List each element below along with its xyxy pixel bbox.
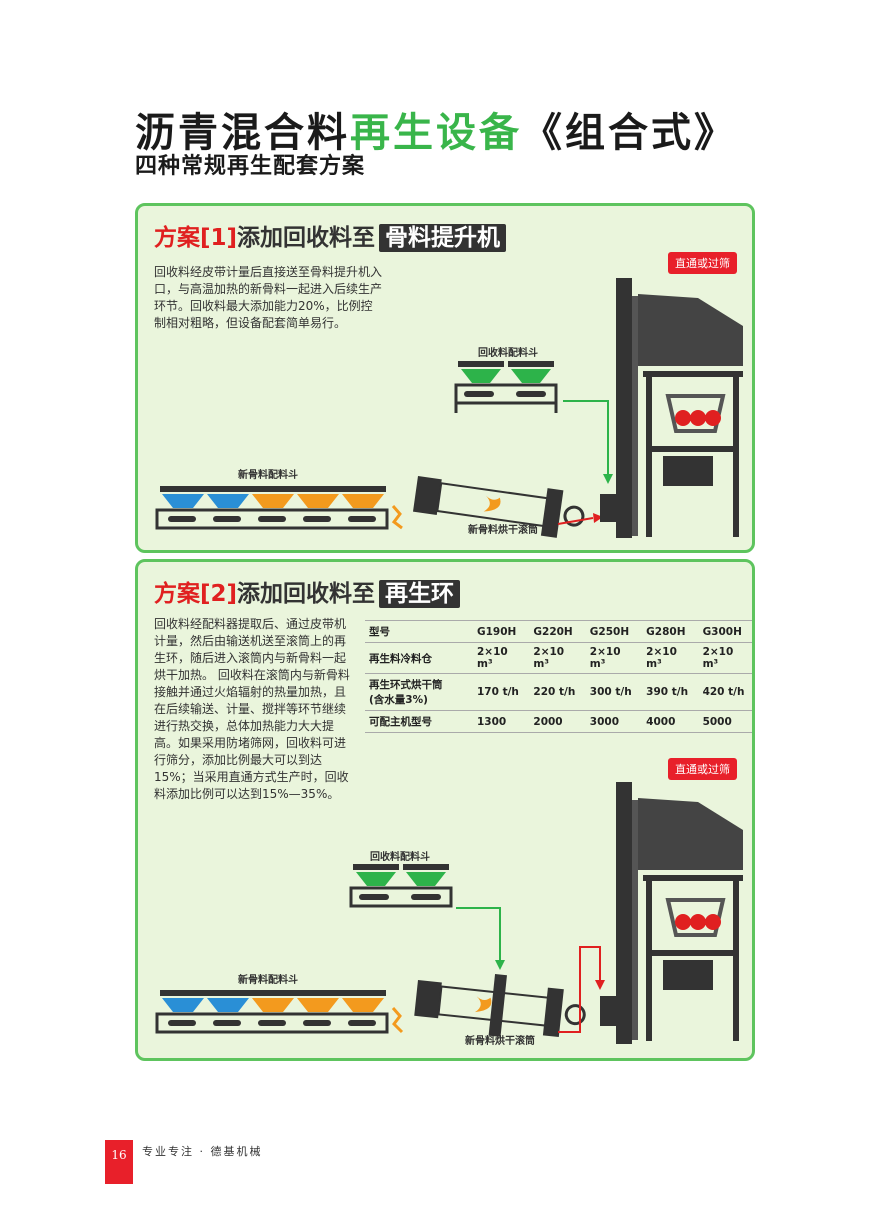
scheme-2-title: 方案[2]添加回收料至再生环: [154, 574, 461, 608]
table-cell: 1300: [473, 710, 530, 733]
table-cell: G280H: [642, 620, 699, 643]
table-cell: 300 t/h: [585, 673, 643, 711]
page-subtitle: 四种常规再生配套方案: [135, 154, 366, 179]
recycle-flow-arrow: [456, 907, 501, 962]
table-cell: 4000: [642, 710, 699, 733]
table-cell: 420 t/h: [698, 673, 752, 711]
footer-text: 专业专注 · 德基机械: [142, 1145, 263, 1158]
recycle-bin-label: 回收料配料斗: [478, 346, 538, 359]
flow-zigzag-icon: [391, 505, 403, 530]
mixing-tower-icon: [600, 278, 743, 538]
mixing-tower-icon: [600, 782, 743, 1044]
new-bin-label: 新骨料配料斗: [238, 468, 298, 481]
scheme-1-badge: 直通或过筛: [668, 252, 737, 274]
flow-zigzag-icon: [391, 1007, 404, 1034]
scheme-2-badge: 直通或过筛: [668, 758, 737, 780]
dryer-arrow-head-icon: [593, 513, 603, 523]
table-cell: 5000: [698, 710, 752, 733]
table-cell: G250H: [585, 620, 643, 643]
scheme-2-num: [2]: [200, 581, 238, 607]
dryer-arrow-head-icon: [595, 980, 605, 990]
table-row-header: 再生料冷料仓: [365, 642, 473, 674]
table-row-header: 再生环式烘干筒 (含水量3%): [365, 673, 473, 711]
recycle-bin-icon: [454, 361, 558, 413]
title-part3: 《组合式》: [522, 110, 737, 156]
title-part2: 再生设备: [350, 110, 522, 156]
recycle-flow-arrow: [563, 400, 609, 476]
page-title: 沥青混合料再生设备《组合式》: [135, 100, 737, 158]
scheme-1-mid: 添加回收料至: [237, 225, 376, 251]
table-cell: 390 t/h: [642, 673, 699, 711]
new-aggregate-bins-icon: [155, 990, 389, 1034]
table-row-header: 可配主机型号: [365, 710, 473, 733]
recycle-arrow-head-icon: [603, 474, 613, 484]
scheme-1-num: [1]: [200, 225, 238, 251]
scheme-1-panel: 方案[1]添加回收料至骨料提升机 回收料经皮带计量后直接送至骨料提升机入口，与高…: [135, 203, 755, 553]
dryer-label: 新骨料烘干滚筒: [465, 1034, 535, 1047]
scheme-1-highlight: 骨料提升机: [379, 224, 507, 252]
table-cell: 220 t/h: [529, 673, 586, 711]
scheme-2-panel: 方案[2]添加回收料至再生环 回收料经配料器提取后、通过皮带机计量，然后由输送机…: [135, 559, 755, 1061]
dryer-flow-arrow: [557, 517, 594, 525]
dryer-drum-icon: [414, 974, 586, 1038]
table-cell: G190H: [473, 620, 530, 643]
scheme-2-diagram: 回收料配料斗 新骨料配料斗: [155, 782, 743, 1047]
recycle-bin-label: 回收料配料斗: [370, 850, 430, 863]
title-part1: 沥青混合料: [135, 110, 350, 156]
scheme-1-prefix: 方案: [154, 225, 200, 251]
table-cell: 2×10 m³: [698, 642, 752, 674]
table-cell: 2000: [529, 710, 586, 733]
table-cell: G300H: [698, 620, 752, 643]
dryer-label: 新骨料烘干滚筒: [468, 523, 538, 536]
recycle-arrow-head-icon: [495, 960, 505, 970]
scheme-2-prefix: 方案: [154, 581, 200, 607]
scheme-1-diagram: 回收料配料斗 新骨料配料斗: [155, 278, 743, 538]
table-cell: 2×10 m³: [585, 642, 643, 674]
scheme-1-description: 回收料经皮带计量后直接送至骨料提升机入口，与高温加热的新骨料一起进入后续生产环节…: [154, 265, 383, 330]
page-number: 16: [105, 1140, 133, 1184]
new-aggregate-bins-icon: [155, 486, 389, 530]
dryer-drum-icon: [412, 476, 585, 538]
dryer-flow-arrow: [558, 946, 601, 1033]
table-row-header: 型号: [365, 620, 473, 643]
scheme-2-highlight: 再生环: [379, 580, 461, 608]
table-cell: 3000: [585, 710, 643, 733]
new-bin-label: 新骨料配料斗: [238, 973, 298, 986]
table-cell: 170 t/h: [473, 673, 530, 711]
table-cell: 2×10 m³: [529, 642, 586, 674]
scheme-2-description: 回收料经配料器提取后、通过皮带机计量，然后由输送机送至滚筒上的再生环，随后进入滚…: [154, 617, 350, 801]
table-cell: G220H: [529, 620, 586, 643]
table-cell: 2×10 m³: [473, 642, 530, 674]
table-cell: 2×10 m³: [642, 642, 699, 674]
scheme-1-title: 方案[1]添加回收料至骨料提升机: [154, 218, 507, 252]
recycle-bin-icon: [349, 864, 453, 908]
scheme-2-mid: 添加回收料至: [237, 581, 376, 607]
